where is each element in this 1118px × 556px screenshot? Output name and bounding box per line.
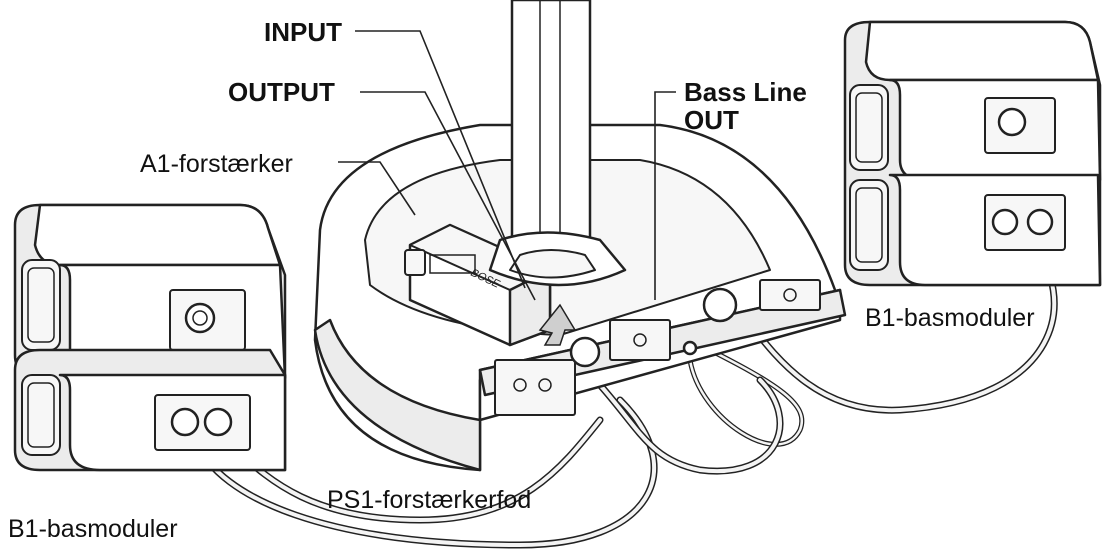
output-label: OUTPUT: [228, 77, 335, 107]
b1-bass-modules-left-label: B1-basmoduler: [8, 515, 178, 543]
pointer-arrows: [538, 303, 577, 346]
b1-bass-modules-right-label: B1-basmoduler: [865, 304, 1035, 332]
bass-line-out-label-line2: OUT: [684, 105, 739, 135]
leader-lines: [338, 30, 676, 301]
ps1-power-stand: [313, 123, 847, 472]
input-label: INPUT: [264, 17, 342, 47]
cable-base-right: [596, 376, 784, 475]
speaker-column-pole: [488, 0, 627, 287]
b1-module-stack-right: [843, 20, 1102, 287]
a1-amplifier-label: A1-forstærker: [140, 150, 293, 178]
b1-module-stack-left: [13, 203, 287, 472]
ps1-power-stand-label: PS1-forstærkerfod: [327, 486, 532, 514]
bass-line-out-label-line1: Bass Line: [684, 77, 807, 107]
